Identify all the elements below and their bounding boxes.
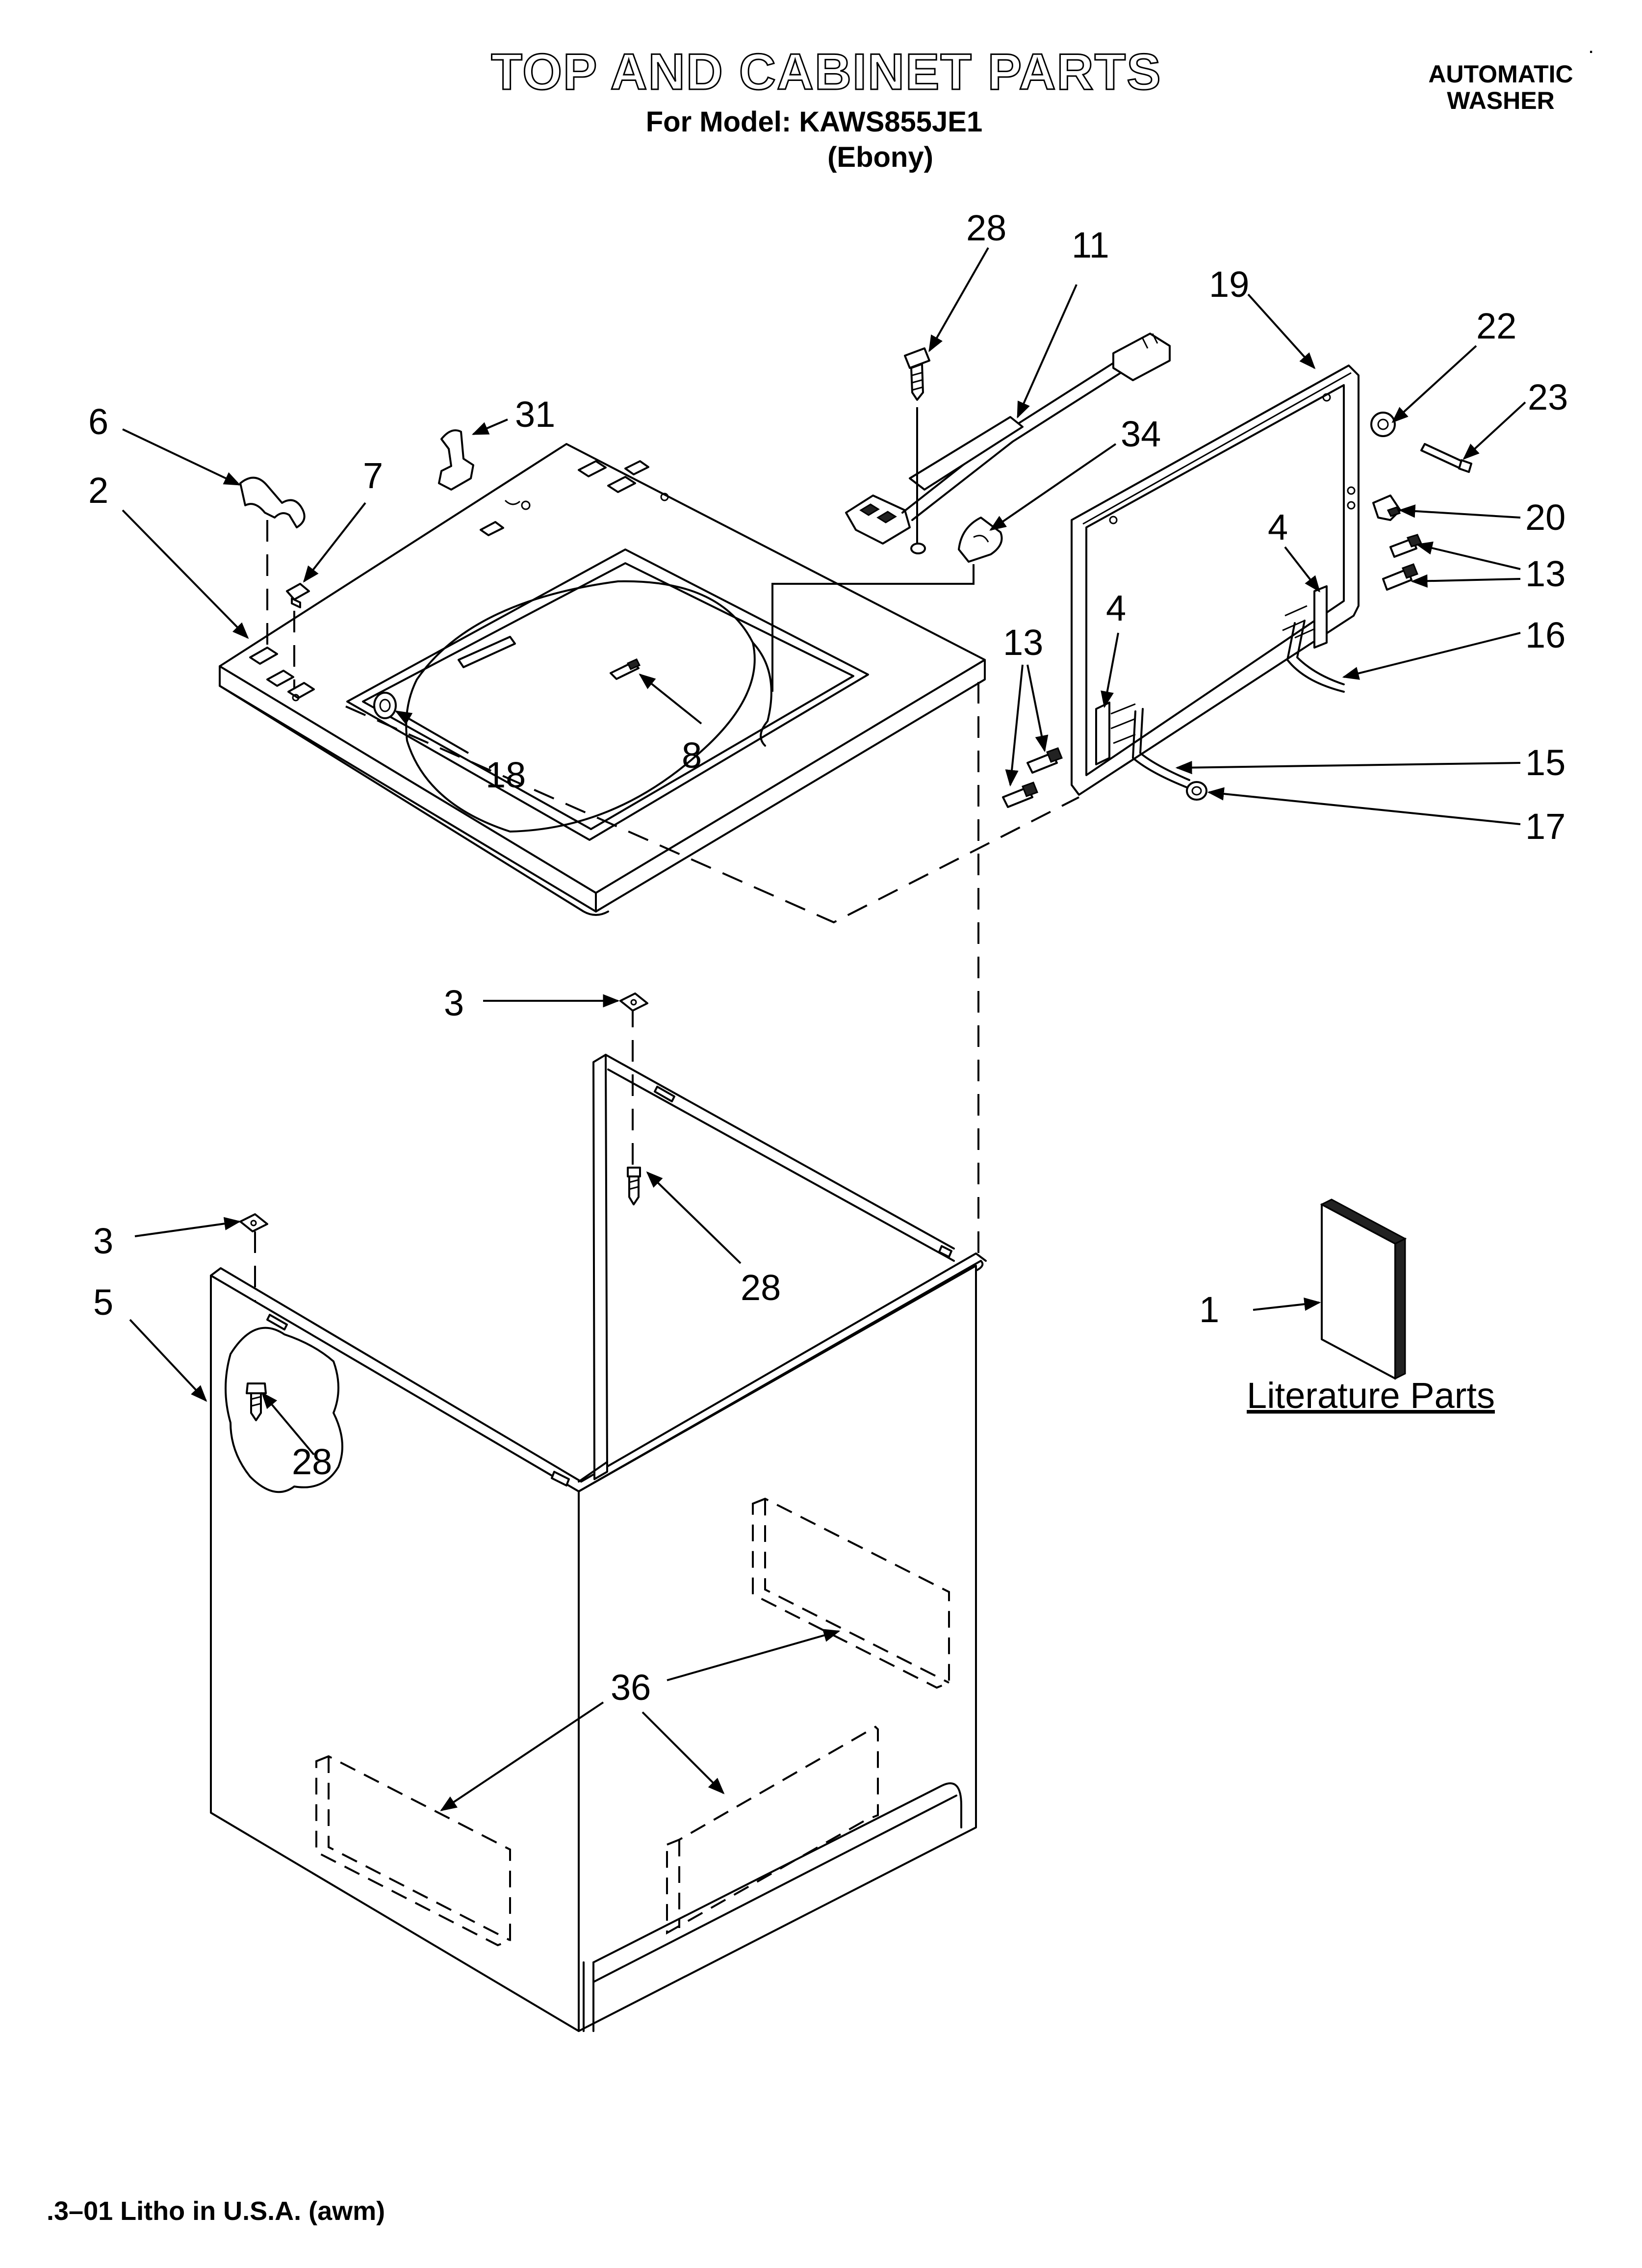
part-15-rod xyxy=(1139,708,1190,781)
callout-31: 31 xyxy=(515,394,555,435)
part-16-rod xyxy=(1296,620,1345,685)
part-18-grommet xyxy=(373,692,397,719)
part-22-washer xyxy=(1370,412,1396,437)
part-20-clip xyxy=(1372,495,1401,521)
part-28-screw-cutaway xyxy=(246,1382,267,1421)
part-31-bracket xyxy=(438,429,474,491)
part-36-pads xyxy=(315,1497,950,1947)
callout-28-cabinet: 28 xyxy=(741,1267,781,1308)
callout-4-right: 4 xyxy=(1268,507,1288,547)
part-28-washer xyxy=(910,543,926,554)
part-28-screw-cabinet xyxy=(627,1167,641,1205)
corner-mark: . xyxy=(1589,40,1593,56)
part-11-lid-switch-harness xyxy=(845,333,1171,545)
callout-34: 34 xyxy=(1121,414,1161,454)
cabinet-cutaway xyxy=(225,1327,343,1493)
callout-28-cutaway: 28 xyxy=(292,1441,332,1482)
part-23-pin xyxy=(1420,443,1472,473)
callout-3-lower: 3 xyxy=(93,1221,113,1261)
callout-36: 36 xyxy=(611,1667,651,1708)
callout-2: 2 xyxy=(88,470,108,511)
assembly-line xyxy=(771,564,975,692)
part-5-cabinet xyxy=(210,1054,987,2032)
part-34-switch-actuator xyxy=(958,517,1003,563)
callout-8: 8 xyxy=(682,735,702,776)
part-13-screws-left xyxy=(1002,747,1063,808)
part-1-literature xyxy=(1320,1199,1407,1380)
callout-7: 7 xyxy=(363,455,383,496)
callout-28-top: 28 xyxy=(966,208,1006,248)
part-6-clip xyxy=(239,476,306,528)
callout-4-left: 4 xyxy=(1106,588,1126,628)
callout-22: 22 xyxy=(1476,306,1516,346)
callout-13-right: 13 xyxy=(1525,553,1565,594)
leader-lines xyxy=(122,247,1526,1811)
model-line: For Model: KAWS855JE1 xyxy=(646,106,982,138)
callout-19: 19 xyxy=(1209,264,1249,305)
callout-5: 5 xyxy=(93,1282,113,1323)
category-line-2: WASHER xyxy=(1447,87,1554,114)
callout-11: 11 xyxy=(1072,225,1109,265)
callout-13-left: 13 xyxy=(1003,622,1043,663)
callout-6: 6 xyxy=(88,401,108,442)
callout-16: 16 xyxy=(1525,615,1565,655)
callout-15: 15 xyxy=(1525,742,1565,783)
part-16-rod xyxy=(1286,622,1345,693)
callout-3-upper: 3 xyxy=(444,983,464,1023)
page-title: TOP AND CABINET PARTS xyxy=(491,44,1161,101)
part-3-clip-upper xyxy=(619,992,648,1012)
part-8-screw xyxy=(610,658,641,680)
part-19-lid-frame xyxy=(1071,365,1360,796)
washer-top xyxy=(219,443,986,916)
callout-17: 17 xyxy=(1525,806,1565,847)
callout-1: 1 xyxy=(1199,1289,1219,1330)
part-28-screw-top xyxy=(904,347,930,401)
callout-18: 18 xyxy=(486,755,526,795)
assembly-line xyxy=(345,705,1079,924)
category-line-1: AUTOMATIC xyxy=(1428,60,1573,88)
literature-parts-label: Literature Parts xyxy=(1247,1375,1495,1416)
part-17-cap xyxy=(1186,781,1207,801)
print-note: .3–01 Litho in U.S.A. (awm) xyxy=(47,2196,385,2226)
part-15-rod xyxy=(1132,710,1188,788)
part-3-clip-lower xyxy=(239,1213,268,1232)
callout-20: 20 xyxy=(1525,497,1565,538)
part-7-clip xyxy=(286,583,310,608)
callout-23: 23 xyxy=(1528,377,1568,417)
callout-numbers: 6 2 7 31 28 11 19 22 23 34 20 4 13 16 13… xyxy=(88,208,1568,1708)
color-line: (Ebony) xyxy=(827,141,933,173)
